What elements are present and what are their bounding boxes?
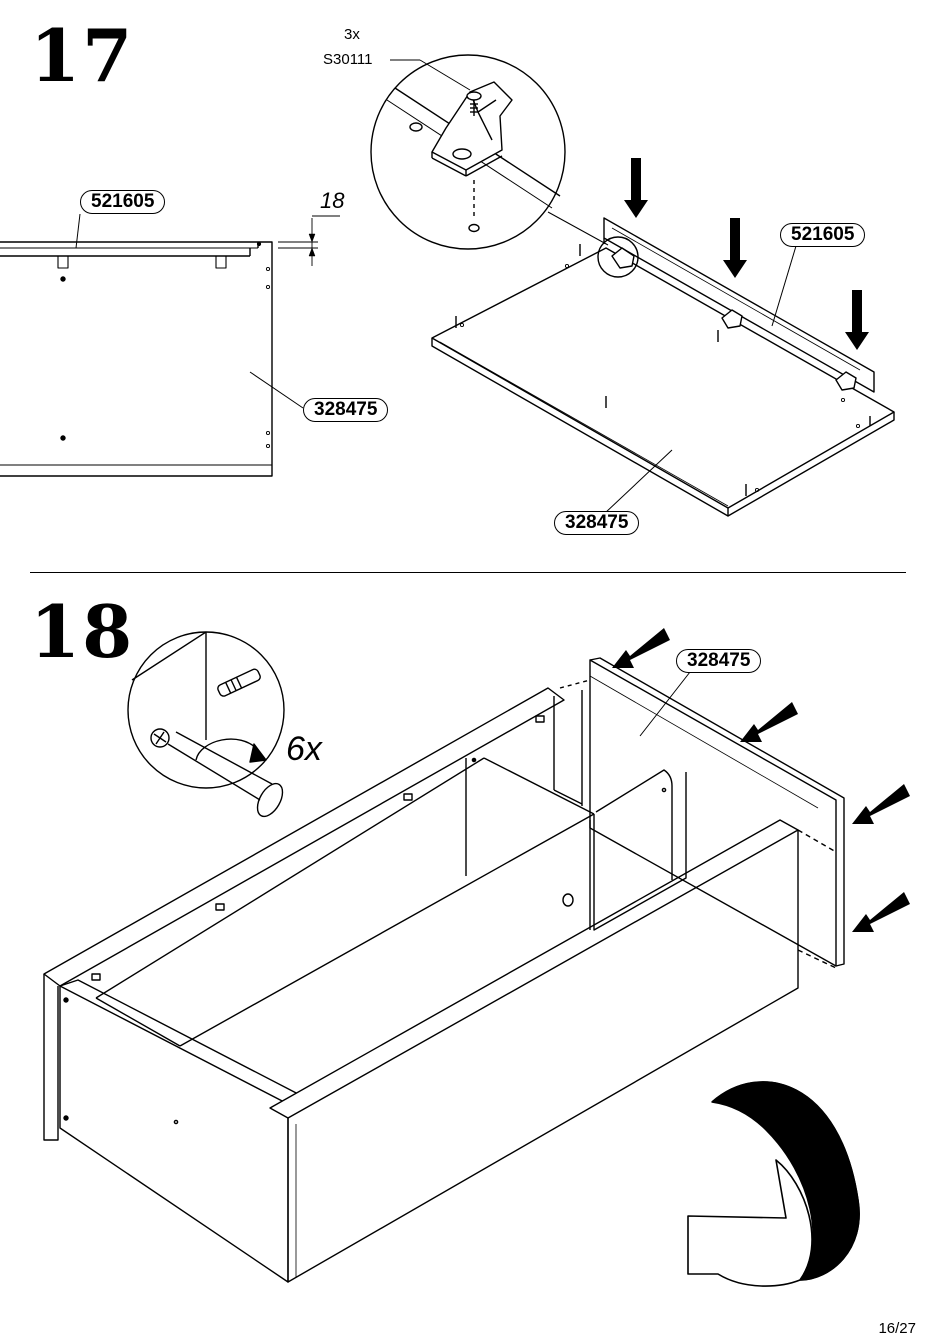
dimension-label: 18 bbox=[320, 188, 345, 213]
step-18-number: 18 bbox=[30, 589, 135, 674]
step-17-number: 17 bbox=[30, 13, 135, 98]
step17-side-view bbox=[0, 213, 340, 477]
step17-detail-circle bbox=[370, 54, 609, 250]
step18-drawing bbox=[43, 628, 910, 1287]
hardware-quantity: 3x bbox=[344, 26, 360, 43]
step17-down-arrows bbox=[624, 158, 869, 350]
part-label-328475-left: 328475 bbox=[303, 398, 389, 422]
page-number: 16/27 bbox=[878, 1320, 916, 1337]
part-label-521605-left: 521605 bbox=[80, 190, 166, 214]
step-divider bbox=[30, 572, 906, 573]
step17-iso-view bbox=[431, 217, 895, 517]
hardware-code: S30111 bbox=[323, 51, 373, 68]
part-label-328475-right: 328475 bbox=[554, 511, 640, 535]
part-label-328475-step18: 328475 bbox=[676, 649, 762, 673]
screw-quantity: 6x bbox=[286, 730, 322, 768]
part-label-521605-right: 521605 bbox=[780, 223, 866, 247]
